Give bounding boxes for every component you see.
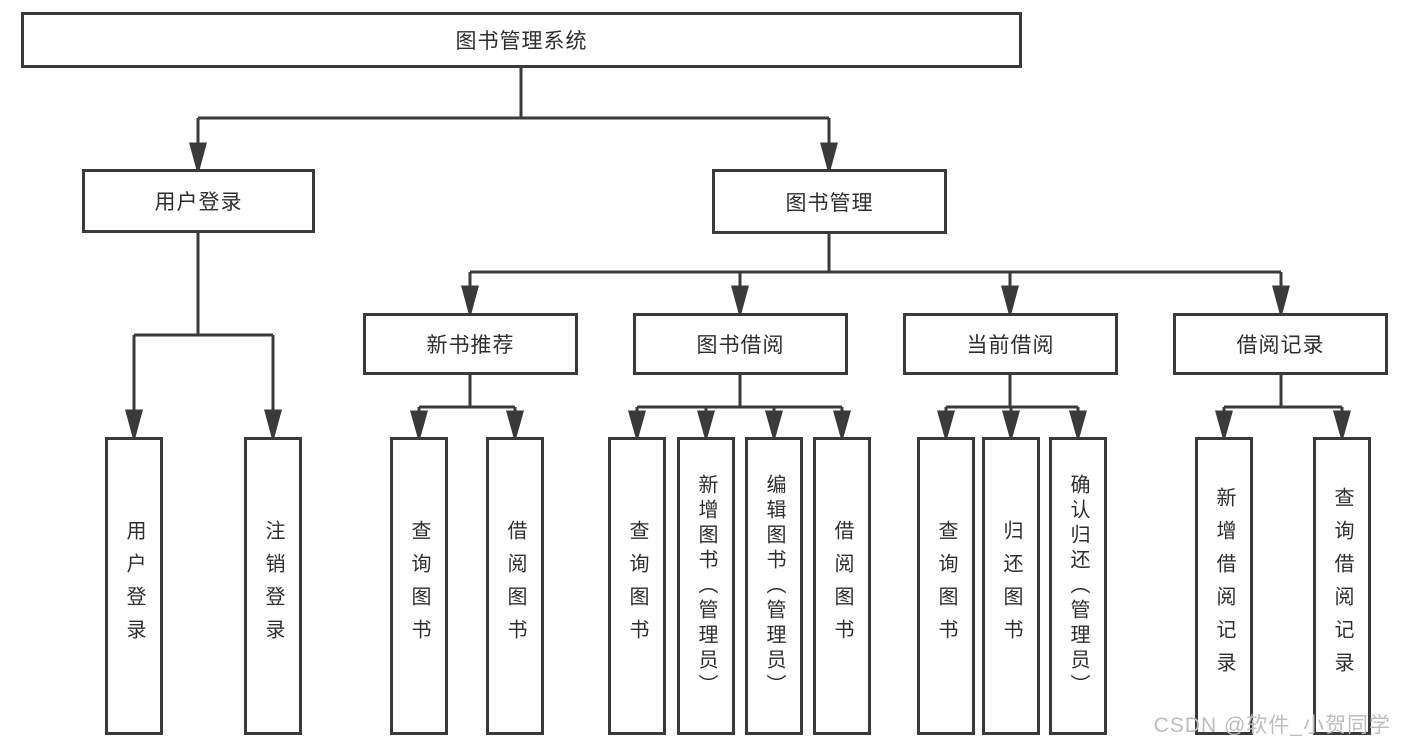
leaf-query-borrow-record: 查询借阅记录	[1313, 437, 1371, 735]
leaf-borrow-books-borrow-label: 借阅图书	[831, 520, 853, 652]
leaf-edit-book-admin: 编辑图书（管理员）	[745, 437, 803, 735]
leaf-confirm-return-admin: 确认归还（管理员）	[1049, 437, 1107, 735]
leaf-logout-label: 注销登录	[262, 520, 284, 652]
leaf-return-book-label: 归还图书	[1000, 520, 1022, 652]
leaf-query-books-current-label: 查询图书	[935, 520, 957, 652]
leaf-query-books-recommend-label: 查询图书	[408, 520, 430, 652]
leaf-confirm-return-admin-label: 确认归还（管理员）	[1067, 473, 1089, 699]
node-user-login-label: 用户登录	[154, 191, 243, 214]
leaf-user-login-label: 用户登录	[123, 520, 145, 652]
node-book-borrow-label: 图书借阅	[696, 334, 785, 357]
leaf-edit-book-admin-label: 编辑图书（管理员）	[763, 473, 785, 699]
node-borrow-records-label: 借阅记录	[1236, 334, 1325, 357]
node-borrow-records: 借阅记录	[1173, 313, 1388, 375]
node-current-borrow: 当前借阅	[903, 313, 1118, 375]
node-root-label: 图书管理系统	[455, 30, 588, 53]
leaf-borrow-books-recommend: 借阅图书	[486, 437, 544, 735]
leaf-query-books-borrow: 查询图书	[608, 437, 666, 735]
node-current-borrow-label: 当前借阅	[966, 334, 1055, 357]
leaf-add-borrow-record: 新增借阅记录	[1195, 437, 1253, 735]
node-book-management: 图书管理	[712, 169, 947, 234]
node-root: 图书管理系统	[21, 12, 1022, 68]
leaf-return-book: 归还图书	[982, 437, 1040, 735]
leaf-borrow-books-borrow: 借阅图书	[813, 437, 871, 735]
node-new-book-recommend-label: 新书推荐	[426, 334, 515, 357]
node-user-login: 用户登录	[82, 169, 315, 233]
watermark: CSDN @软件_小贺同学	[1153, 714, 1391, 737]
leaf-add-book-admin: 新增图书（管理员）	[677, 437, 735, 735]
node-new-book-recommend: 新书推荐	[363, 313, 578, 375]
node-book-management-label: 图书管理	[785, 191, 874, 215]
leaf-query-books-recommend: 查询图书	[390, 437, 448, 735]
leaf-borrow-books-recommend-label: 借阅图书	[504, 520, 526, 652]
leaf-query-books-borrow-label: 查询图书	[626, 520, 648, 652]
node-book-borrow: 图书借阅	[633, 313, 848, 375]
leaf-add-borrow-record-label: 新增借阅记录	[1213, 487, 1235, 685]
leaf-logout: 注销登录	[244, 437, 302, 735]
leaf-query-books-current: 查询图书	[917, 437, 975, 735]
leaf-query-borrow-record-label: 查询借阅记录	[1331, 487, 1353, 685]
leaf-add-book-admin-label: 新增图书（管理员）	[695, 473, 717, 699]
leaf-user-login: 用户登录	[105, 437, 163, 735]
